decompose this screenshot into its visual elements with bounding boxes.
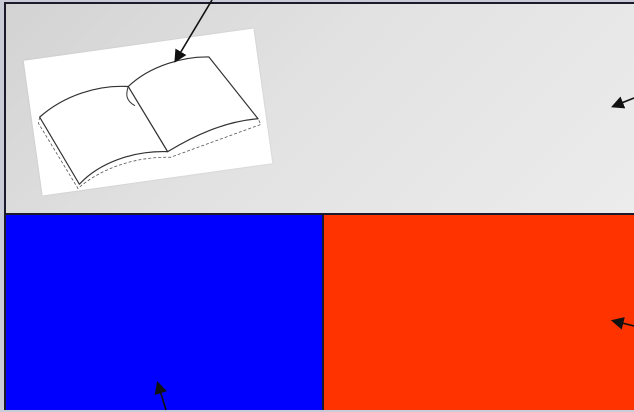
diagram-frame — [4, 2, 634, 410]
red-panel — [324, 215, 634, 410]
blue-panel — [6, 215, 324, 410]
book-image — [24, 29, 273, 196]
top-panel — [6, 4, 634, 215]
open-book-icon — [24, 29, 273, 196]
